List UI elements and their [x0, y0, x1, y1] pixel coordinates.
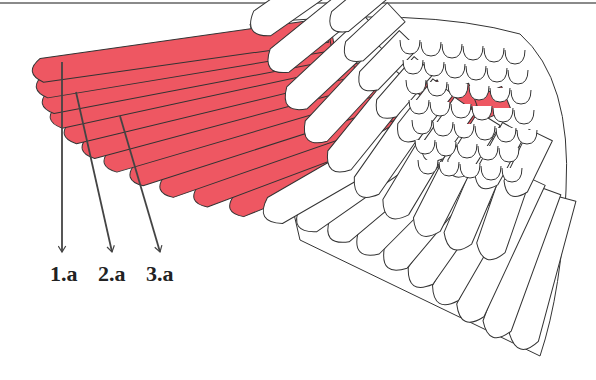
scale-covert — [460, 164, 480, 178]
scale-covert — [466, 66, 486, 80]
scale-covert — [478, 146, 498, 160]
scale-covert — [457, 144, 477, 158]
scale-covert — [433, 122, 453, 136]
scale-covert — [424, 62, 444, 76]
scale-covert — [502, 168, 522, 182]
covert-feather-group — [244, 0, 539, 264]
scale-covert — [508, 70, 528, 84]
leader-arrow — [120, 116, 160, 252]
scale-covert — [463, 46, 483, 60]
scale-covert — [415, 140, 435, 154]
scale-covert — [490, 88, 510, 102]
callout-number: 3.a — [146, 262, 174, 286]
scale-covert — [505, 50, 525, 64]
scale-covert — [475, 126, 495, 140]
wing — [31, 0, 576, 356]
scale-coverts — [400, 40, 537, 182]
scale-covert — [514, 110, 534, 124]
scale-covert — [472, 106, 492, 120]
scale-covert — [454, 124, 474, 138]
scale-covert — [445, 64, 465, 78]
scale-covert — [469, 86, 489, 100]
scale-covert — [442, 44, 462, 58]
leader-lines — [62, 62, 160, 252]
scale-covert — [451, 104, 471, 118]
scale-covert — [448, 84, 468, 98]
scale-covert — [439, 162, 459, 176]
scale-covert — [400, 40, 420, 54]
scale-covert — [403, 60, 423, 74]
scale-covert — [496, 128, 516, 142]
scale-covert — [487, 68, 507, 82]
callout-number: 2.a — [98, 262, 126, 286]
scale-covert — [493, 108, 513, 122]
leader-arrow — [76, 92, 112, 252]
scale-covert — [517, 130, 537, 144]
scale-covert — [427, 82, 447, 96]
scale-covert — [430, 102, 450, 116]
scale-covert — [412, 120, 432, 134]
scale-covert — [481, 166, 501, 180]
leader-arrow — [61, 62, 63, 252]
median-covert — [324, 0, 392, 38]
scale-covert — [418, 160, 438, 174]
scale-covert — [511, 90, 531, 104]
callout-number: 1.a — [50, 262, 78, 286]
scale-covert — [436, 142, 456, 156]
scale-covert — [499, 148, 519, 162]
scale-covert — [421, 42, 441, 56]
scale-covert — [409, 100, 429, 114]
median-covert-group — [324, 0, 553, 201]
scale-covert — [484, 48, 504, 62]
scale-covert — [406, 80, 426, 94]
